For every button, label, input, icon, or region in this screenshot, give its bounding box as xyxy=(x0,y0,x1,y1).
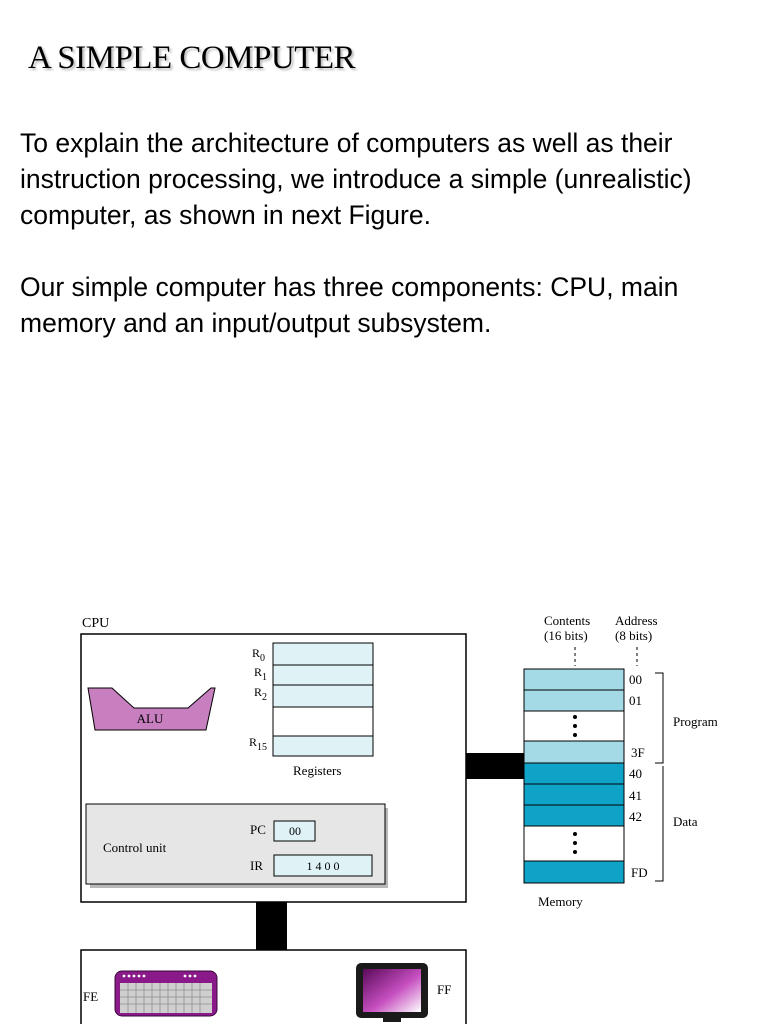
pc-value: 00 xyxy=(289,824,301,838)
register-label-r2: R2 xyxy=(254,685,267,703)
alu-label: ALU xyxy=(137,711,164,726)
memory-bus xyxy=(466,753,524,779)
cpu-label: CPU xyxy=(82,616,109,631)
monitor-address: FF xyxy=(437,982,451,997)
program-label: Program xyxy=(673,714,718,729)
control-unit-label: Control unit xyxy=(103,840,167,855)
ir-register xyxy=(273,854,373,877)
monitor-icon xyxy=(356,963,428,1022)
address-41: 41 xyxy=(629,788,642,803)
data-label: Data xyxy=(673,814,698,829)
address-01: 01 xyxy=(629,693,642,708)
page-title: A SIMPLE COMPUTER xyxy=(28,40,356,76)
pc-label: PC xyxy=(250,822,266,837)
pc-register xyxy=(273,820,316,842)
intro-paragraph: To explain the architecture of computers… xyxy=(20,128,692,230)
ir-label: IR xyxy=(250,858,263,873)
program-bracket xyxy=(655,672,664,764)
keyboard-address: FE xyxy=(83,989,98,1004)
simple-computer-figure: CPU ALU R0 R1 R2 R15 Registers Control u… xyxy=(80,613,718,1024)
contents-header-1: Contents xyxy=(544,613,590,628)
address-header-2: (8 bits) xyxy=(615,628,652,643)
keyboard-icon xyxy=(114,970,218,1017)
io-bus xyxy=(256,902,287,950)
ir-value: 1 4 0 0 xyxy=(307,859,340,873)
register-label-r0: R0 xyxy=(252,646,265,664)
contents-header-2: (16 bits) xyxy=(544,628,588,643)
data-bracket xyxy=(655,766,664,882)
address-fd: FD xyxy=(631,865,648,880)
memory-ellipsis xyxy=(573,715,577,854)
address-40: 40 xyxy=(629,766,642,781)
address-42: 42 xyxy=(629,809,642,824)
registers-caption: Registers xyxy=(293,763,341,778)
alu-shape xyxy=(87,687,216,731)
components-paragraph: Our simple computer has three components… xyxy=(20,272,679,338)
register-label-r1: R1 xyxy=(254,665,267,683)
memory-caption: Memory xyxy=(538,894,583,909)
register-label-r15: R15 xyxy=(249,735,267,753)
address-3f: 3F xyxy=(631,745,645,760)
address-00: 00 xyxy=(629,672,642,687)
register-file xyxy=(272,642,374,757)
address-header-1: Address xyxy=(615,613,658,628)
